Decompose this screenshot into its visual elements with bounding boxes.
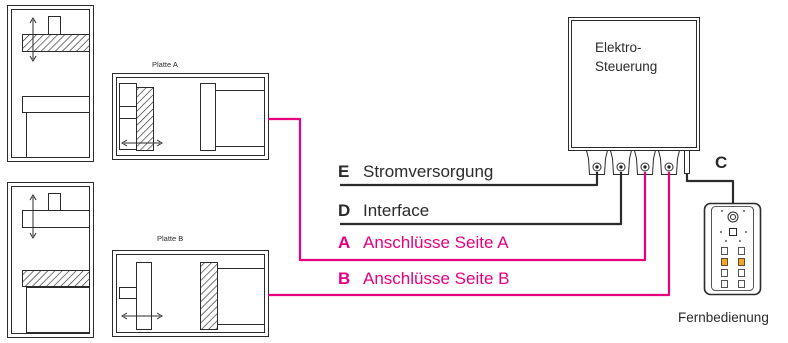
mold-hatched-b <box>200 262 218 330</box>
cable-d <box>340 172 623 226</box>
line-a-text: Anschlüsse Seite A <box>363 233 509 252</box>
line-e-text: Stromversorgung <box>363 162 493 181</box>
line-a-key: A <box>338 233 350 252</box>
connector-a <box>633 150 657 175</box>
line-c-key: C <box>715 153 727 172</box>
line-b-text: Anschlüsse Seite B <box>363 269 509 288</box>
arrow-horizontal-b <box>121 312 163 320</box>
line-e-label: E Stromversorgung <box>338 162 493 181</box>
remote-center-button <box>729 228 737 236</box>
line-b-label: B Anschlüsse Seite B <box>338 269 509 288</box>
controller-label-line1: Elektro- <box>595 40 642 55</box>
line-b-key: B <box>338 269 350 288</box>
remote-dots <box>720 210 747 242</box>
connector-d <box>609 150 633 175</box>
arrow-horizontal-a <box>121 139 163 147</box>
line-e-key: E <box>338 162 349 181</box>
connector-e <box>585 150 609 175</box>
cable-c <box>685 173 735 203</box>
connector-b <box>657 150 681 175</box>
plate-b-label: Platte B <box>157 234 183 243</box>
connector-row <box>585 150 690 175</box>
mold-hatched-a <box>136 87 154 151</box>
line-a-label: A Anschlüsse Seite A <box>338 233 509 252</box>
plate-a <box>112 73 269 160</box>
connector-c <box>684 150 690 174</box>
cable-b-from-plate <box>268 172 671 297</box>
plate-a-label: Platte A <box>152 60 178 69</box>
mold-hatched-bottom <box>22 270 90 287</box>
line-d-label: D Interface <box>338 201 429 220</box>
arrow-vertical-bottom <box>29 194 37 239</box>
controller-label-line2: Steuerung <box>595 59 657 74</box>
controller-box <box>568 17 700 151</box>
line-d-text: Interface <box>363 201 429 220</box>
line-d-key: D <box>338 201 350 220</box>
machine-top <box>7 5 94 162</box>
plate-b <box>112 250 269 337</box>
machine-bottom <box>7 182 94 338</box>
remote-dial-icon <box>727 211 739 223</box>
remote-button-grid <box>721 247 745 288</box>
cable-e <box>340 172 599 187</box>
remote-control <box>703 202 762 296</box>
cable-a-from-plate <box>268 117 647 262</box>
remote-label: Fernbedienung <box>678 310 769 325</box>
arrow-vertical-top <box>29 17 37 62</box>
